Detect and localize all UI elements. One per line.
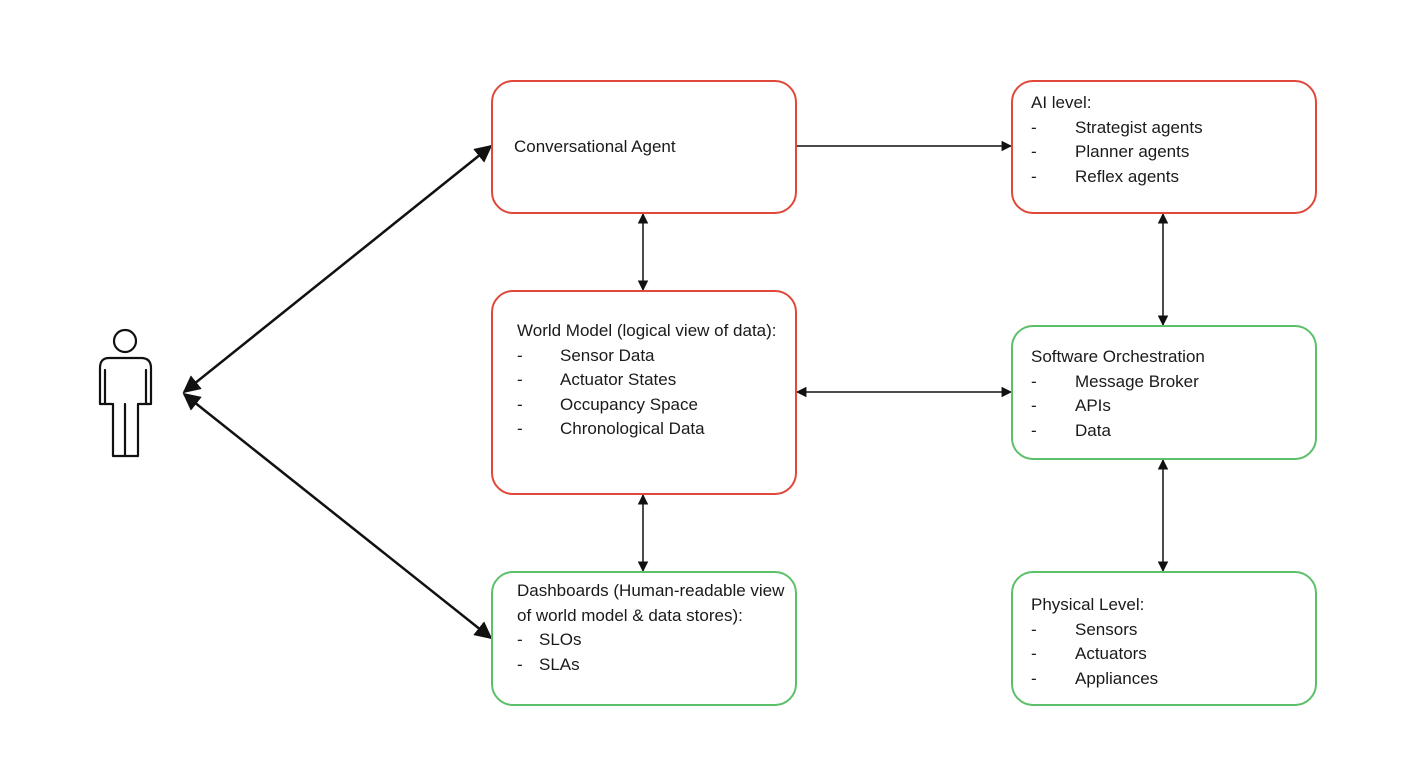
ai-level-box: AI level: - Strategist agents - Planner ag… bbox=[1011, 80, 1317, 214]
list-item: - Reflex agents bbox=[1031, 165, 1297, 190]
bullet: - bbox=[517, 394, 523, 414]
conversational-agent-box: Conversational Agent bbox=[491, 80, 797, 214]
bullet: - bbox=[517, 370, 523, 389]
person-icon bbox=[98, 328, 153, 458]
list-item: - Actuators bbox=[1031, 642, 1297, 667]
bullet: - bbox=[1031, 117, 1037, 137]
list-item-text: Chronological Data bbox=[560, 419, 705, 438]
dashboards-title: Dashboards (Human-readable view of world… bbox=[517, 581, 785, 625]
list-item: - Sensors bbox=[1031, 618, 1297, 643]
list-item-text: Sensors bbox=[1075, 619, 1138, 639]
bullet: - bbox=[1031, 644, 1037, 663]
list-item-text: Strategist agents bbox=[1075, 117, 1203, 137]
list-item: - Actuator States bbox=[517, 368, 783, 393]
list-item-text: Actuators bbox=[1075, 644, 1147, 663]
software-orchestration-list: - Message Broker - APIs - Data bbox=[1031, 370, 1297, 444]
bullet: - bbox=[1031, 371, 1037, 391]
list-item-text: SLAs bbox=[539, 654, 580, 674]
list-item-text: Appliances bbox=[1075, 668, 1159, 688]
list-item-text: Data bbox=[1075, 420, 1111, 440]
list-item-text: SLOs bbox=[539, 630, 582, 649]
arrow-person-conversational bbox=[182, 144, 493, 394]
bullet: - bbox=[1031, 420, 1037, 440]
conversational-agent-title: Conversational Agent bbox=[514, 137, 676, 156]
list-item-text: Planner agents bbox=[1075, 142, 1190, 161]
bullet: - bbox=[517, 419, 523, 438]
dashboards-box: Dashboards (Human-readable view of world… bbox=[491, 571, 797, 706]
list-item: - APIs bbox=[1031, 394, 1297, 419]
ai-level-title: AI level: bbox=[1031, 93, 1092, 112]
list-item: - Occupancy Space bbox=[517, 393, 783, 418]
dashboards-list: -SLOs -SLAs bbox=[517, 628, 787, 677]
list-item-text: Sensor Data bbox=[560, 345, 655, 365]
list-item: - Appliances bbox=[1031, 667, 1297, 692]
bullet: - bbox=[517, 630, 523, 649]
list-item-text: APIs bbox=[1075, 396, 1111, 415]
bullet: - bbox=[517, 345, 523, 365]
physical-level-list: - Sensors - Actuators - Appliances bbox=[1031, 618, 1297, 692]
bullet: - bbox=[1031, 142, 1037, 161]
world-model-box: World Model (logical view of data): - Sen… bbox=[491, 290, 797, 495]
list-item: - Sensor Data bbox=[517, 344, 783, 369]
physical-level-box: Physical Level: - Sensors - Actuators - App… bbox=[1011, 571, 1317, 706]
world-model-title: World Model (logical view of data): bbox=[517, 321, 777, 340]
list-item: - Chronological Data bbox=[517, 417, 783, 442]
bullet: - bbox=[1031, 166, 1037, 186]
bullet: - bbox=[1031, 619, 1037, 639]
bullet: - bbox=[1031, 396, 1037, 415]
list-item-text: Occupancy Space bbox=[560, 394, 698, 414]
ai-level-list: - Strategist agents - Planner agents - Refl… bbox=[1031, 116, 1297, 190]
list-item-text: Reflex agents bbox=[1075, 166, 1179, 186]
list-item-text: Message Broker bbox=[1075, 371, 1199, 391]
list-item: - Planner agents bbox=[1031, 140, 1297, 165]
physical-level-title: Physical Level: bbox=[1031, 595, 1145, 614]
software-orchestration-title: Software Orchestration bbox=[1031, 347, 1205, 366]
list-item: - Message Broker bbox=[1031, 370, 1297, 395]
list-item: -SLAs bbox=[517, 653, 787, 678]
list-item-text: Actuator States bbox=[560, 370, 677, 389]
world-model-list: - Sensor Data - Actuator States - Occupancy… bbox=[517, 344, 783, 442]
list-item: - Data bbox=[1031, 419, 1297, 444]
list-item: - Strategist agents bbox=[1031, 116, 1297, 141]
bullet: - bbox=[517, 654, 523, 674]
bullet: - bbox=[1031, 668, 1037, 688]
software-orchestration-box: Software Orchestration - Message Broker -… bbox=[1011, 325, 1317, 460]
list-item: -SLOs bbox=[517, 628, 787, 653]
arrow-person-dashboards bbox=[182, 392, 493, 640]
